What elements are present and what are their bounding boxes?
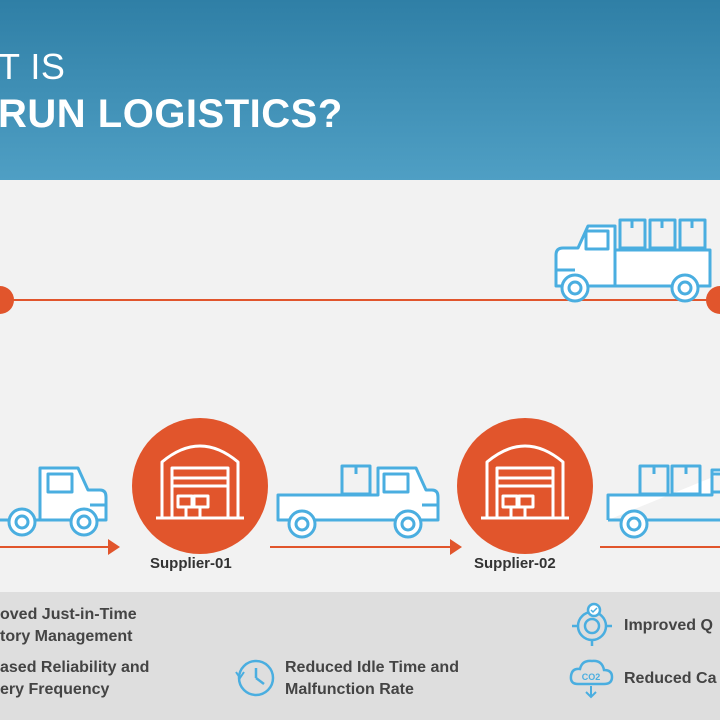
benefit-idle-line2: Malfunction Rate xyxy=(285,681,414,698)
benefit-idle-time: Reduced Idle Time and Malfunction Rate xyxy=(285,657,459,701)
benefit-reliability: ased Reliability and ery Frequency xyxy=(0,657,149,701)
co2-cloud-icon: CO2 xyxy=(569,659,614,699)
benefit-carbon: Reduced Ca xyxy=(624,670,717,687)
title-line-2: RUN LOGISTICS? xyxy=(0,92,343,136)
supplier-label-2: Supplier-02 xyxy=(474,555,556,572)
benefit-quality: Improved Q xyxy=(624,617,713,634)
title-line-1: T IS xyxy=(0,46,66,87)
warehouse-icon-2 xyxy=(457,418,593,554)
benefit-jit: oved Just-in-Time tory Management xyxy=(0,604,137,648)
return-arrow xyxy=(0,286,720,314)
warehouse-icon-1 xyxy=(132,418,268,554)
empty-truck-icon xyxy=(0,466,108,537)
benefit-jit-line2: tory Management xyxy=(0,628,133,645)
flow-arrow-2 xyxy=(270,539,462,555)
quality-gear-icon xyxy=(572,602,612,646)
truck-one-box-icon xyxy=(276,464,440,539)
supplier-label-1: Supplier-01 xyxy=(150,555,232,572)
benefit-jit-line1: oved Just-in-Time xyxy=(0,606,137,623)
flow-arrow-1 xyxy=(0,539,120,555)
co2-label: CO2 xyxy=(582,672,601,682)
benefit-reliability-line1: ased Reliability and xyxy=(0,659,150,676)
benefit-reliability-line2: ery Frequency xyxy=(0,681,110,698)
loaded-truck-icon xyxy=(554,218,712,303)
clock-icon xyxy=(235,659,275,697)
header-banner: T IS RUN LOGISTICS? xyxy=(0,0,720,180)
truck-boxes-icon xyxy=(606,464,720,539)
benefit-idle-line1: Reduced Idle Time and xyxy=(285,659,459,676)
